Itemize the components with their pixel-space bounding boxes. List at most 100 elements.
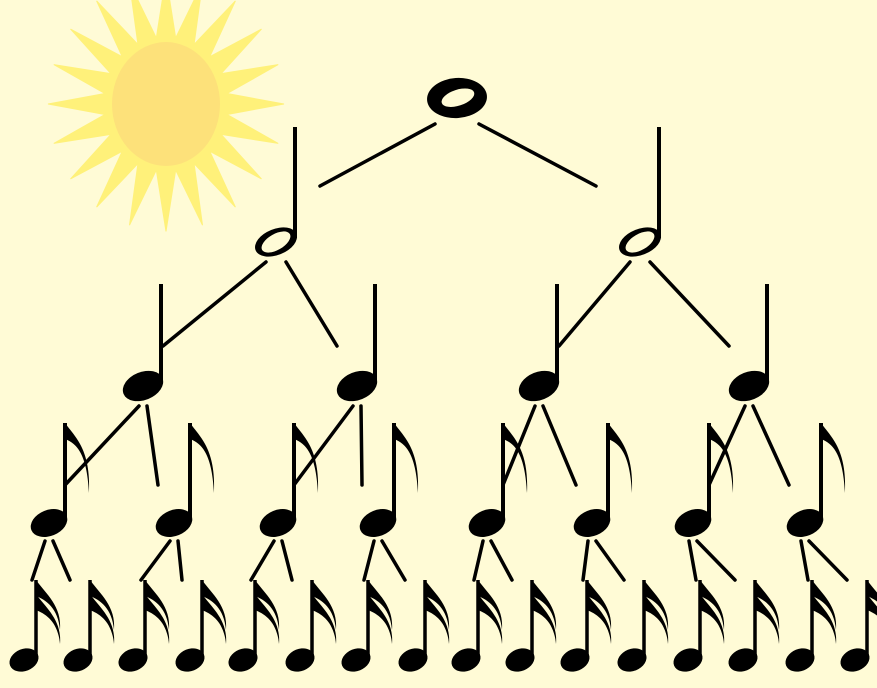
connector-line (687, 539, 698, 582)
note-head (63, 648, 93, 672)
connector-line (594, 539, 626, 582)
note-flag (478, 594, 503, 644)
note-flag (90, 580, 115, 630)
note-head-hole (261, 231, 291, 253)
connector-line (799, 539, 810, 582)
connector-lines (30, 122, 849, 582)
note-flag (425, 594, 450, 644)
quarter-note-icon (336, 284, 378, 402)
note-head (175, 648, 205, 672)
note-head (155, 509, 193, 537)
note-flag (867, 594, 877, 616)
note-head (228, 648, 258, 672)
note-head (560, 648, 590, 672)
sixteenth-note-icon (673, 580, 725, 672)
note-head (359, 509, 397, 537)
note-flag (821, 423, 846, 493)
note-flag (90, 594, 115, 644)
note-flag (36, 594, 61, 644)
sixteenth-note-icon (560, 580, 612, 672)
connector-line (541, 404, 578, 487)
half-note-icon (619, 127, 661, 257)
sixteenth-note-icon (175, 580, 227, 672)
note-head (673, 648, 703, 672)
note-flag (202, 594, 227, 644)
connector-line (139, 539, 172, 582)
note-head (728, 648, 758, 672)
note-head (617, 648, 647, 672)
note-head (674, 509, 712, 537)
connector-line (30, 539, 47, 582)
connector-line (176, 539, 184, 582)
note-head (786, 509, 824, 537)
connector-line (501, 404, 537, 487)
sixteenth-note-icon (118, 580, 170, 672)
connector-line (145, 404, 160, 487)
connector-line (581, 539, 590, 582)
note-head (336, 370, 378, 402)
note-head (122, 370, 164, 402)
note-flag (394, 423, 419, 493)
note-flag (36, 580, 61, 630)
connector-line (161, 260, 268, 348)
eighth-note-icon (468, 423, 528, 537)
note-flag (812, 580, 837, 630)
note-head-hole (441, 88, 475, 107)
note-flag (700, 580, 725, 630)
note-head (118, 648, 148, 672)
connector-line (51, 539, 72, 582)
note-head (840, 648, 870, 672)
sixteenth-note-icon (785, 580, 837, 672)
connector-line (477, 122, 598, 188)
note-flag (867, 580, 877, 602)
note-head (341, 648, 371, 672)
note-head (398, 648, 428, 672)
connector-line (359, 404, 364, 487)
note-head (505, 648, 535, 672)
note-flag (644, 580, 669, 630)
sixteenth-note-icon (341, 580, 393, 672)
connector-line (292, 404, 355, 487)
note-head-hole (625, 231, 655, 253)
connector-line (318, 122, 437, 188)
quarter-note-icon (728, 284, 770, 402)
quarter-note-icon (122, 284, 164, 402)
note-flag (255, 594, 280, 644)
note-flag (425, 580, 450, 630)
note-head (259, 509, 297, 537)
note-head (728, 370, 770, 402)
note-head (285, 648, 315, 672)
connector-line (707, 404, 747, 487)
connector-line (489, 539, 514, 582)
sixteenth-note-icon (840, 580, 877, 672)
connector-line (751, 404, 791, 487)
eighth-note-icon (674, 423, 734, 537)
eighth-note-icon (359, 423, 419, 537)
eighth-note-icon (786, 423, 846, 537)
note-head (785, 648, 815, 672)
connector-line (648, 260, 731, 348)
sun-core (112, 42, 220, 166)
note-flag (532, 594, 557, 644)
eighth-note-icon (573, 423, 633, 537)
connector-line (362, 539, 376, 582)
note-flag (587, 594, 612, 644)
note-flag (190, 423, 215, 493)
note-flag (312, 594, 337, 644)
note-flag (755, 580, 780, 630)
note-flag (65, 423, 90, 493)
whole-note-icon (427, 77, 487, 119)
note-flag (145, 594, 170, 644)
sixteenth-note-icon (63, 580, 115, 672)
sixteenth-note-icon (617, 580, 669, 672)
quarter-note-icon (518, 284, 560, 402)
note-head (518, 370, 560, 402)
note-head (30, 509, 68, 537)
note-flag (478, 580, 503, 630)
note-flag (294, 423, 319, 493)
connector-line (280, 539, 294, 582)
connector-line (63, 404, 141, 487)
note-head (468, 509, 506, 537)
note-flag (644, 594, 669, 644)
